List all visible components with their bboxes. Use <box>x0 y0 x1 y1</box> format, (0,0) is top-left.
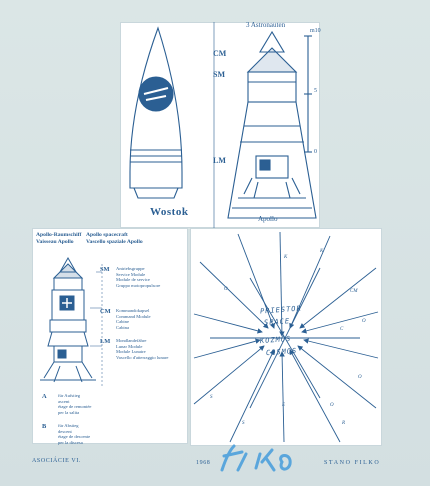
cm-code: CM <box>100 308 111 315</box>
cm-description: Kommandokapsel Command Module Cabine Cab… <box>116 308 151 330</box>
desc-line: per la salita <box>58 409 80 415</box>
svg-text:C: C <box>340 327 344 332</box>
scale-tick-10: m10 <box>310 28 321 34</box>
svg-text:O: O <box>358 375 362 380</box>
lm-description: Mondlandefähre Lunar Module Module Lunai… <box>116 338 168 360</box>
b-description: für Abstieg descent étage de descente pe… <box>58 423 90 445</box>
apollo-caption: Apollo <box>258 215 278 223</box>
svg-text:S: S <box>210 395 213 400</box>
sm-code-top: SM <box>213 70 225 79</box>
ray-letters: K K CM O C O O R S E O S <box>210 249 366 426</box>
desc-line: für Aufstieg <box>58 393 81 398</box>
cosmos-rays-diagram: K K CM O C O O R S E O S <box>193 231 379 443</box>
apollo-adapter <box>227 101 317 219</box>
sm-description: Antriebsgruppe Service Module Module de … <box>116 266 160 288</box>
desc-line: Cabine <box>116 319 130 325</box>
wostok-caption: Wostok <box>150 206 189 218</box>
apollo-spacecraft-diagram <box>40 256 103 386</box>
svg-text:O: O <box>330 403 334 408</box>
svg-text:E: E <box>281 403 285 408</box>
svg-text:O: O <box>224 287 228 292</box>
ray-lines <box>193 231 379 443</box>
desc-line: Module Lunaire <box>116 349 146 355</box>
desc-line: ascent <box>58 398 70 404</box>
header-line: Vascello spaziale Apollo <box>86 239 143 245</box>
header-line: Apollo-Raumschiff <box>36 232 82 238</box>
svg-text:R: R <box>341 421 345 426</box>
svg-text:K: K <box>283 255 288 260</box>
desc-line: per la discesa <box>58 439 83 445</box>
desc-line: Gruppo motopropulsore <box>116 282 161 288</box>
svg-text:O: O <box>362 319 366 324</box>
wostok-emblem <box>138 76 174 112</box>
svg-text:K: K <box>319 249 324 254</box>
desc-line: étage de descente <box>58 434 91 440</box>
cosmos-diagram-panel: K K CM O C O O R S E O S <box>190 228 382 446</box>
header-english-italian: Apollo spacecraft Vascello spaziale Apol… <box>86 232 143 246</box>
b-code: B <box>42 423 47 430</box>
desc-line: étage de remontée <box>58 404 92 410</box>
wostok-rocket <box>129 26 183 189</box>
desc-line: descent <box>58 428 72 434</box>
lm-code-top: LM <box>213 156 226 165</box>
series-title: ASOCIÁCIE VI. <box>32 458 82 464</box>
svg-text:CM: CM <box>350 289 358 294</box>
desc-line: Cabina <box>116 324 130 330</box>
desc-line: Command Module <box>116 313 151 319</box>
desc-line: Antriebsgruppe <box>116 266 145 271</box>
crew-caption: 3 Astronauten <box>246 21 286 29</box>
sm-code: SM <box>100 266 110 273</box>
lm-code: LM <box>100 338 111 345</box>
rockets-panel <box>120 22 320 228</box>
rockets-illustration <box>129 22 317 228</box>
header-line: Vaisseau Apollo <box>36 239 74 245</box>
desc-line: Lunar Module <box>116 343 143 349</box>
desc-line: Module de service <box>116 277 150 283</box>
a-description: für Aufstieg ascent étage de remontée pe… <box>58 393 91 415</box>
header-german-french: Apollo-Raumschiff Vaisseau Apollo <box>36 232 81 246</box>
desc-line: Mondlandefähre <box>116 338 147 343</box>
desc-line: für Abstieg <box>58 423 79 428</box>
apollo-diagram-panel <box>32 228 188 444</box>
desc-line: Vascello d'atterraggio lunare <box>116 354 169 360</box>
artist-name: STANO FILKO <box>324 460 381 466</box>
desc-line: Kommandokapsel <box>116 308 150 313</box>
cm-code-top: CM <box>213 49 227 58</box>
svg-text:S: S <box>242 421 245 426</box>
apollo-escape-tower <box>259 30 285 53</box>
a-code: A <box>42 393 47 400</box>
desc-line: Service Module <box>116 271 146 277</box>
header-line: Apollo spacecraft <box>86 232 128 238</box>
year: 1968 <box>196 460 211 466</box>
scale-tick-0: 0 <box>314 149 317 155</box>
scale-tick-5: 5 <box>314 88 317 94</box>
artist-signature <box>220 444 292 472</box>
